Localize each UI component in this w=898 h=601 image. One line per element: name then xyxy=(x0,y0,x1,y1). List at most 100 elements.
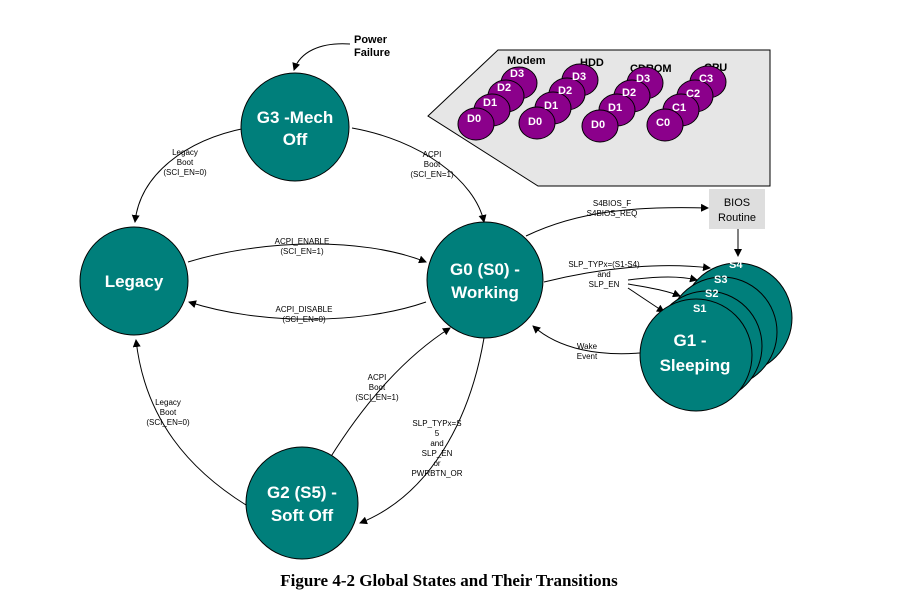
bios-label-2: Routine xyxy=(718,212,756,224)
device-state-label: D3 xyxy=(572,71,586,83)
g2-label-1: G2 (S5) - xyxy=(267,483,337,502)
transition-label: Boot xyxy=(160,408,177,417)
transition-label: Boot xyxy=(369,383,386,392)
arrow-acpi-disable xyxy=(188,300,427,320)
label-slp-typ: SLP_TYPx=(S1-S4) and SLP_EN xyxy=(568,260,640,289)
transition-label: S4BIOS_F xyxy=(593,199,631,208)
transition-label: Event xyxy=(577,352,598,361)
g1-label-1: G1 - xyxy=(673,331,706,350)
transition-label: (SCI_EN=0) xyxy=(146,418,190,427)
arrow-g2-to-legacy xyxy=(132,339,247,506)
transition-label: (SCI_EN=1) xyxy=(410,170,454,179)
sleep-state-label: S3 xyxy=(714,274,727,286)
arrow-s4bios xyxy=(525,203,709,237)
power-failure-label-2: Failure xyxy=(354,47,390,59)
transition-label: Legacy xyxy=(172,148,198,157)
transition-label: SLP_EN xyxy=(422,449,453,458)
power-failure-arrow xyxy=(292,43,351,71)
figure-caption: Figure 4-2 Global States and Their Trans… xyxy=(280,571,618,590)
transition-label: S4BIOS_REQ xyxy=(587,209,638,218)
device-state-label: D0 xyxy=(528,116,542,128)
g0-label-1: G0 (S0) - xyxy=(450,260,520,279)
arrow-acpi-enable xyxy=(187,243,427,264)
arrow-g2-to-g0 xyxy=(329,327,451,459)
device-state-label: D1 xyxy=(544,100,558,112)
legacy-label: Legacy xyxy=(105,272,164,291)
device-state-label: D1 xyxy=(608,102,622,114)
transition-label: (SCI_EN=1) xyxy=(280,247,324,256)
transition-label: and xyxy=(430,439,443,448)
transition-label: PWRBTN_OR xyxy=(411,469,462,478)
device-state-label: C1 xyxy=(672,102,686,114)
transition-label: ACPI xyxy=(423,150,442,159)
device-state-label: D0 xyxy=(467,113,481,125)
transition-label: Boot xyxy=(424,160,441,169)
arrow-slp-to-s3 xyxy=(627,274,698,283)
g2-label-2: Soft Off xyxy=(271,506,334,525)
label-g2-g0: ACPI Boot (SCI_EN=1) xyxy=(355,373,399,402)
transition-label: SLP_TYPx=(S1-S4) xyxy=(568,260,640,269)
label-g3-g0: ACPI Boot (SCI_EN=1) xyxy=(410,150,454,179)
transition-label: ACPI_DISABLE xyxy=(276,305,333,314)
transition-label: or xyxy=(433,459,440,468)
transition-label: Wake xyxy=(577,342,598,351)
transition-label: 5 xyxy=(435,429,440,438)
device-state-ellipse xyxy=(518,106,556,140)
arrow-slp-to-s2 xyxy=(627,283,681,298)
modem-header: Modem xyxy=(507,55,546,67)
arrow-slp-to-s4 xyxy=(543,263,711,283)
g2-soft-off-state xyxy=(245,446,359,560)
g3-label-2: Off xyxy=(283,130,308,149)
transition-label: ACPI_ENABLE xyxy=(275,237,330,246)
sleep-state-label: S1 xyxy=(693,303,706,315)
device-state-label: C2 xyxy=(686,88,700,100)
label-g0-g2: SLP_TYPx=S 5 and SLP_EN or PWRBTN_OR xyxy=(411,419,462,478)
cpu-states: C3 C2 C1 C0 xyxy=(646,65,727,142)
arrow-slp-to-s1 xyxy=(627,287,665,313)
label-acpi-disable: ACPI_DISABLE (SCI_EN=0) xyxy=(276,305,333,324)
transition-label: SLP_TYPx=S xyxy=(412,419,461,428)
transition-label: and xyxy=(597,270,610,279)
device-state-label: D2 xyxy=(497,82,511,94)
device-state-label: D3 xyxy=(510,68,524,80)
label-wake: Wake Event xyxy=(577,342,598,361)
g0-working-state xyxy=(426,221,544,339)
label-acpi-enable: ACPI_ENABLE (SCI_EN=1) xyxy=(275,237,330,256)
g0-label-2: Working xyxy=(451,283,519,302)
power-failure-label-1: Power xyxy=(354,34,388,46)
g1-label-2: Sleeping xyxy=(660,356,731,375)
device-state-ellipse xyxy=(646,108,684,142)
label-g3-legacy: Legacy Boot (SCI_EN=0) xyxy=(163,148,207,177)
bios-label-1: BIOS xyxy=(724,197,750,209)
device-state-label: D0 xyxy=(591,119,605,131)
transition-label: SLP_EN xyxy=(589,280,620,289)
modem-device-states: D3 D2 D1 D0 xyxy=(457,66,538,141)
device-state-label: D3 xyxy=(636,73,650,85)
device-state-label: D2 xyxy=(558,85,572,97)
label-g2-legacy: Legacy Boot (SCI_EN=0) xyxy=(146,398,190,427)
device-state-label: D2 xyxy=(622,87,636,99)
arrow-g3-to-legacy xyxy=(131,127,247,223)
transition-label: ACPI xyxy=(368,373,387,382)
device-state-label: C0 xyxy=(656,117,670,129)
sleep-state-label: S4 xyxy=(729,259,743,271)
g1-sleeping-stack: S4 S3 S2 S1 G1 - Sleeping xyxy=(639,259,793,412)
device-state-label: C3 xyxy=(699,73,713,85)
bios-routine-box xyxy=(709,189,765,229)
g3-mech-off-state xyxy=(240,72,350,182)
transition-label: Legacy xyxy=(155,398,181,407)
cdrom-device-states: D3 D2 D1 D0 xyxy=(581,66,664,143)
sleep-state-label: S2 xyxy=(705,288,718,300)
device-state-ellipse xyxy=(457,107,495,141)
device-state-ellipse xyxy=(581,109,619,143)
device-state-label: D1 xyxy=(483,97,497,109)
arrow-g3-to-g0 xyxy=(351,127,487,223)
label-s4bios: S4BIOS_F S4BIOS_REQ xyxy=(587,199,638,218)
transition-label: Boot xyxy=(177,158,194,167)
transition-label: (SCI_EN=0) xyxy=(282,315,326,324)
arrow-g0-to-g2 xyxy=(359,337,485,525)
hdd-device-states: D3 D2 D1 D0 xyxy=(518,63,599,140)
arrow-wake-event xyxy=(532,325,641,355)
transition-label: (SCI_EN=0) xyxy=(163,168,207,177)
legacy-state xyxy=(79,226,189,336)
